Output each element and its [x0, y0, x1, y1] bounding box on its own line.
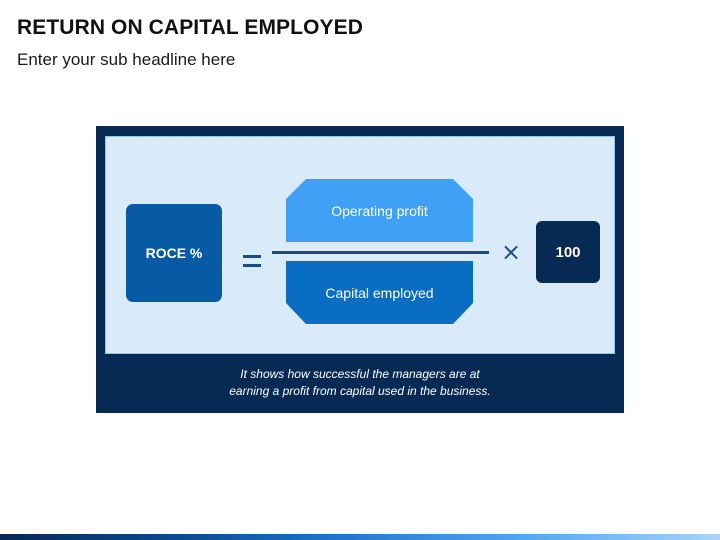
roce-label: ROCE % [145, 245, 203, 261]
caption: It shows how successful the managers are… [96, 366, 624, 400]
denominator-box: Capital employed [286, 261, 473, 324]
numerator-box: Operating profit [286, 179, 473, 242]
slide-title: RETURN ON CAPITAL EMPLOYED [17, 16, 364, 39]
multiply-sign: × [500, 238, 522, 266]
formula-panel: ROCE % Operating profit Capital employed… [96, 126, 624, 413]
numerator-label: Operating profit [331, 202, 428, 219]
caption-line-1: It shows how successful the managers are… [240, 367, 480, 381]
equals-sign [243, 255, 261, 269]
slide-subtitle: Enter your sub headline here [17, 50, 236, 69]
multiplier-label: 100 [555, 243, 581, 261]
roce-box: ROCE % [126, 204, 222, 302]
bottom-accent-bar [0, 534, 720, 540]
fraction-line [272, 251, 489, 254]
denominator-label: Capital employed [325, 284, 434, 301]
multiplier-box: 100 [536, 221, 600, 283]
caption-line-2: earning a profit from capital used in th… [229, 384, 491, 398]
formula-area: ROCE % Operating profit Capital employed… [105, 136, 615, 354]
